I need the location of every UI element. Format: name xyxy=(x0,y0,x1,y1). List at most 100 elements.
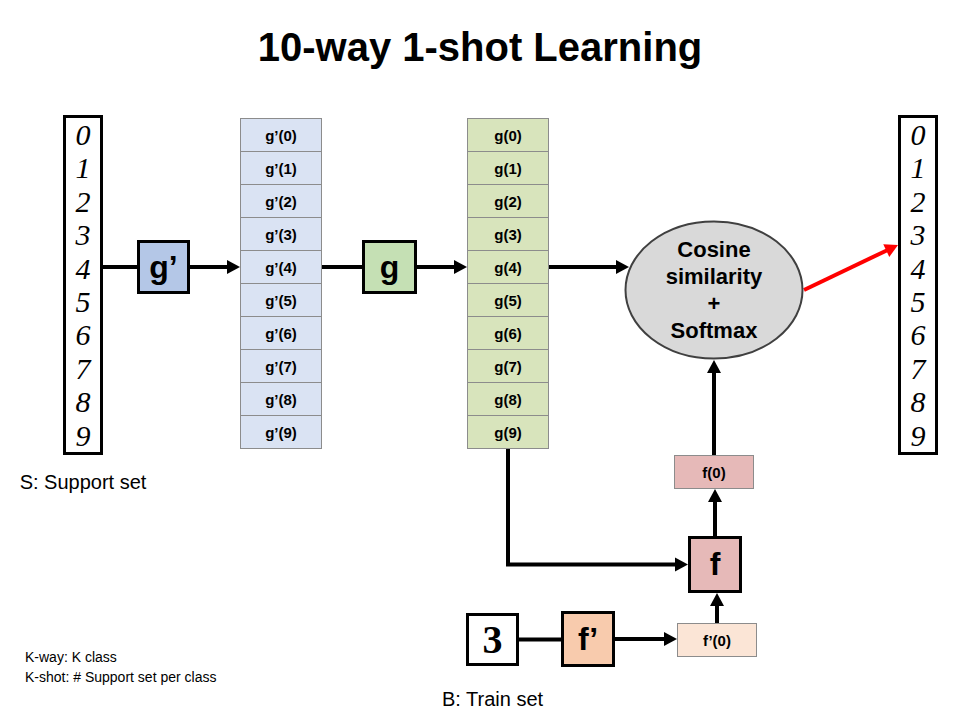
digit-sample: 0 xyxy=(66,118,100,151)
digit-sample: 5 xyxy=(66,285,100,318)
arrow-head xyxy=(710,593,724,606)
digit-sample: 4 xyxy=(901,252,935,285)
connector-arrow xyxy=(322,267,362,268)
connector-arrow xyxy=(549,260,629,274)
digit-sample: 8 xyxy=(66,385,100,418)
connector-arrow xyxy=(708,489,722,536)
embedding-label: g’(2) xyxy=(265,193,297,210)
note-text: K-shot: # Support set per class xyxy=(25,668,216,687)
connector-line xyxy=(103,265,137,269)
digit-sample: 0 xyxy=(901,118,935,151)
function-label: f xyxy=(710,546,721,583)
embedding-label: f’(0) xyxy=(703,632,731,649)
embedding-label: g’(3) xyxy=(265,226,297,243)
connector-arrow xyxy=(417,260,467,274)
embedding-cell: g’(1) xyxy=(240,151,322,185)
embedding-label: g(6) xyxy=(494,325,522,342)
arrow-head xyxy=(707,360,721,373)
embedding-label: g’(6) xyxy=(265,325,297,342)
digit-sample: 6 xyxy=(901,318,935,351)
digit-sample: 6 xyxy=(66,318,100,351)
arrow-head xyxy=(616,260,629,274)
set-label: S: Support set xyxy=(20,470,147,494)
encoder-box: g xyxy=(362,240,417,294)
embedding-label: g’(4) xyxy=(265,259,297,276)
embedding-cell: g(1) xyxy=(467,151,549,185)
connector-arrow xyxy=(707,360,721,455)
set-label: B: Train set xyxy=(442,687,543,711)
train-image: 3B: Train set xyxy=(466,613,519,666)
similarity-ellipse: Cosine similarity + Softmax xyxy=(624,220,804,360)
arrow-head xyxy=(883,244,898,257)
embedding-cell: g(9) xyxy=(467,415,549,449)
digit-sample: 3 xyxy=(66,218,100,251)
embedding-label: g(7) xyxy=(494,358,522,375)
connector-line xyxy=(549,265,617,269)
digit-sample: 1 xyxy=(66,151,100,184)
digit-sample: 4 xyxy=(66,252,100,285)
embedding-label: g(0) xyxy=(494,127,522,144)
embedding-cell: g’(7) xyxy=(240,349,322,383)
diagram-title: 10-way 1-shot Learning xyxy=(0,22,960,72)
embedding-cell: g(0) xyxy=(467,118,549,152)
operation-label: Cosine similarity + Softmax xyxy=(664,236,764,344)
embedding-cell: g’(5) xyxy=(240,283,322,317)
ellipse-shape xyxy=(626,222,803,359)
digit-sample: 1 xyxy=(901,151,935,184)
embedding-cell: g(2) xyxy=(467,184,549,218)
embedding-cell: g(6) xyxy=(467,316,549,350)
connector-line xyxy=(417,265,455,269)
embedding-cell: g’(8) xyxy=(240,382,322,416)
connector-line xyxy=(190,265,228,269)
embedding-cell: g(7) xyxy=(467,349,549,383)
connector-line xyxy=(804,250,887,290)
embedding-cell: g’(9) xyxy=(240,415,322,449)
connector-line xyxy=(519,638,561,642)
embedding-label: g(8) xyxy=(494,391,522,408)
function-label: f’ xyxy=(578,621,598,658)
embedding-cell: f’(0) xyxy=(677,623,757,657)
connector-arrow xyxy=(190,260,240,274)
digit-sample: 2 xyxy=(66,185,100,218)
output-column: 0123456789 xyxy=(898,115,938,455)
embedding-label: g(3) xyxy=(494,226,522,243)
connector-arrow xyxy=(804,244,898,290)
encoder-box: g’ xyxy=(137,240,190,294)
connector-line xyxy=(508,449,676,565)
note-text: K-way: K class xyxy=(25,648,117,667)
embedding-label: g’(0) xyxy=(265,127,297,144)
support-set-column: 0123456789S: Support set xyxy=(63,115,103,455)
digit-sample: 9 xyxy=(66,419,100,452)
connector-arrow xyxy=(508,449,688,572)
embedding-cell: g(4) xyxy=(467,250,549,284)
digit-sample: 5 xyxy=(901,285,935,318)
connector-line xyxy=(713,501,717,536)
embedding-label: g(5) xyxy=(494,292,522,309)
digit-sample: 3 xyxy=(901,218,935,251)
connector-arrow xyxy=(103,267,137,268)
digit-sample: 7 xyxy=(66,352,100,385)
embedding-cell: g(3) xyxy=(467,217,549,251)
function-label: g xyxy=(380,249,400,286)
connector-arrow xyxy=(615,632,677,646)
encoder-box: f xyxy=(688,536,742,593)
embedding-cell: g’(3) xyxy=(240,217,322,251)
embedding-label: g’(9) xyxy=(265,424,297,441)
connector-line xyxy=(322,265,362,269)
embedding-cell: g(8) xyxy=(467,382,549,416)
connector-line xyxy=(712,372,716,455)
embedding-label: g’(8) xyxy=(265,391,297,408)
arrow-head xyxy=(664,632,677,646)
function-label: g’ xyxy=(149,249,177,286)
digit-sample: 7 xyxy=(901,352,935,385)
arrow-head xyxy=(227,260,240,274)
embedding-label: f(0) xyxy=(702,464,725,481)
arrow-head xyxy=(454,260,467,274)
connector-arrow xyxy=(519,639,561,640)
arrow-head xyxy=(675,558,688,572)
embedding-label: g(2) xyxy=(494,193,522,210)
arrow-head xyxy=(708,489,722,502)
digit-sample: 8 xyxy=(901,385,935,418)
